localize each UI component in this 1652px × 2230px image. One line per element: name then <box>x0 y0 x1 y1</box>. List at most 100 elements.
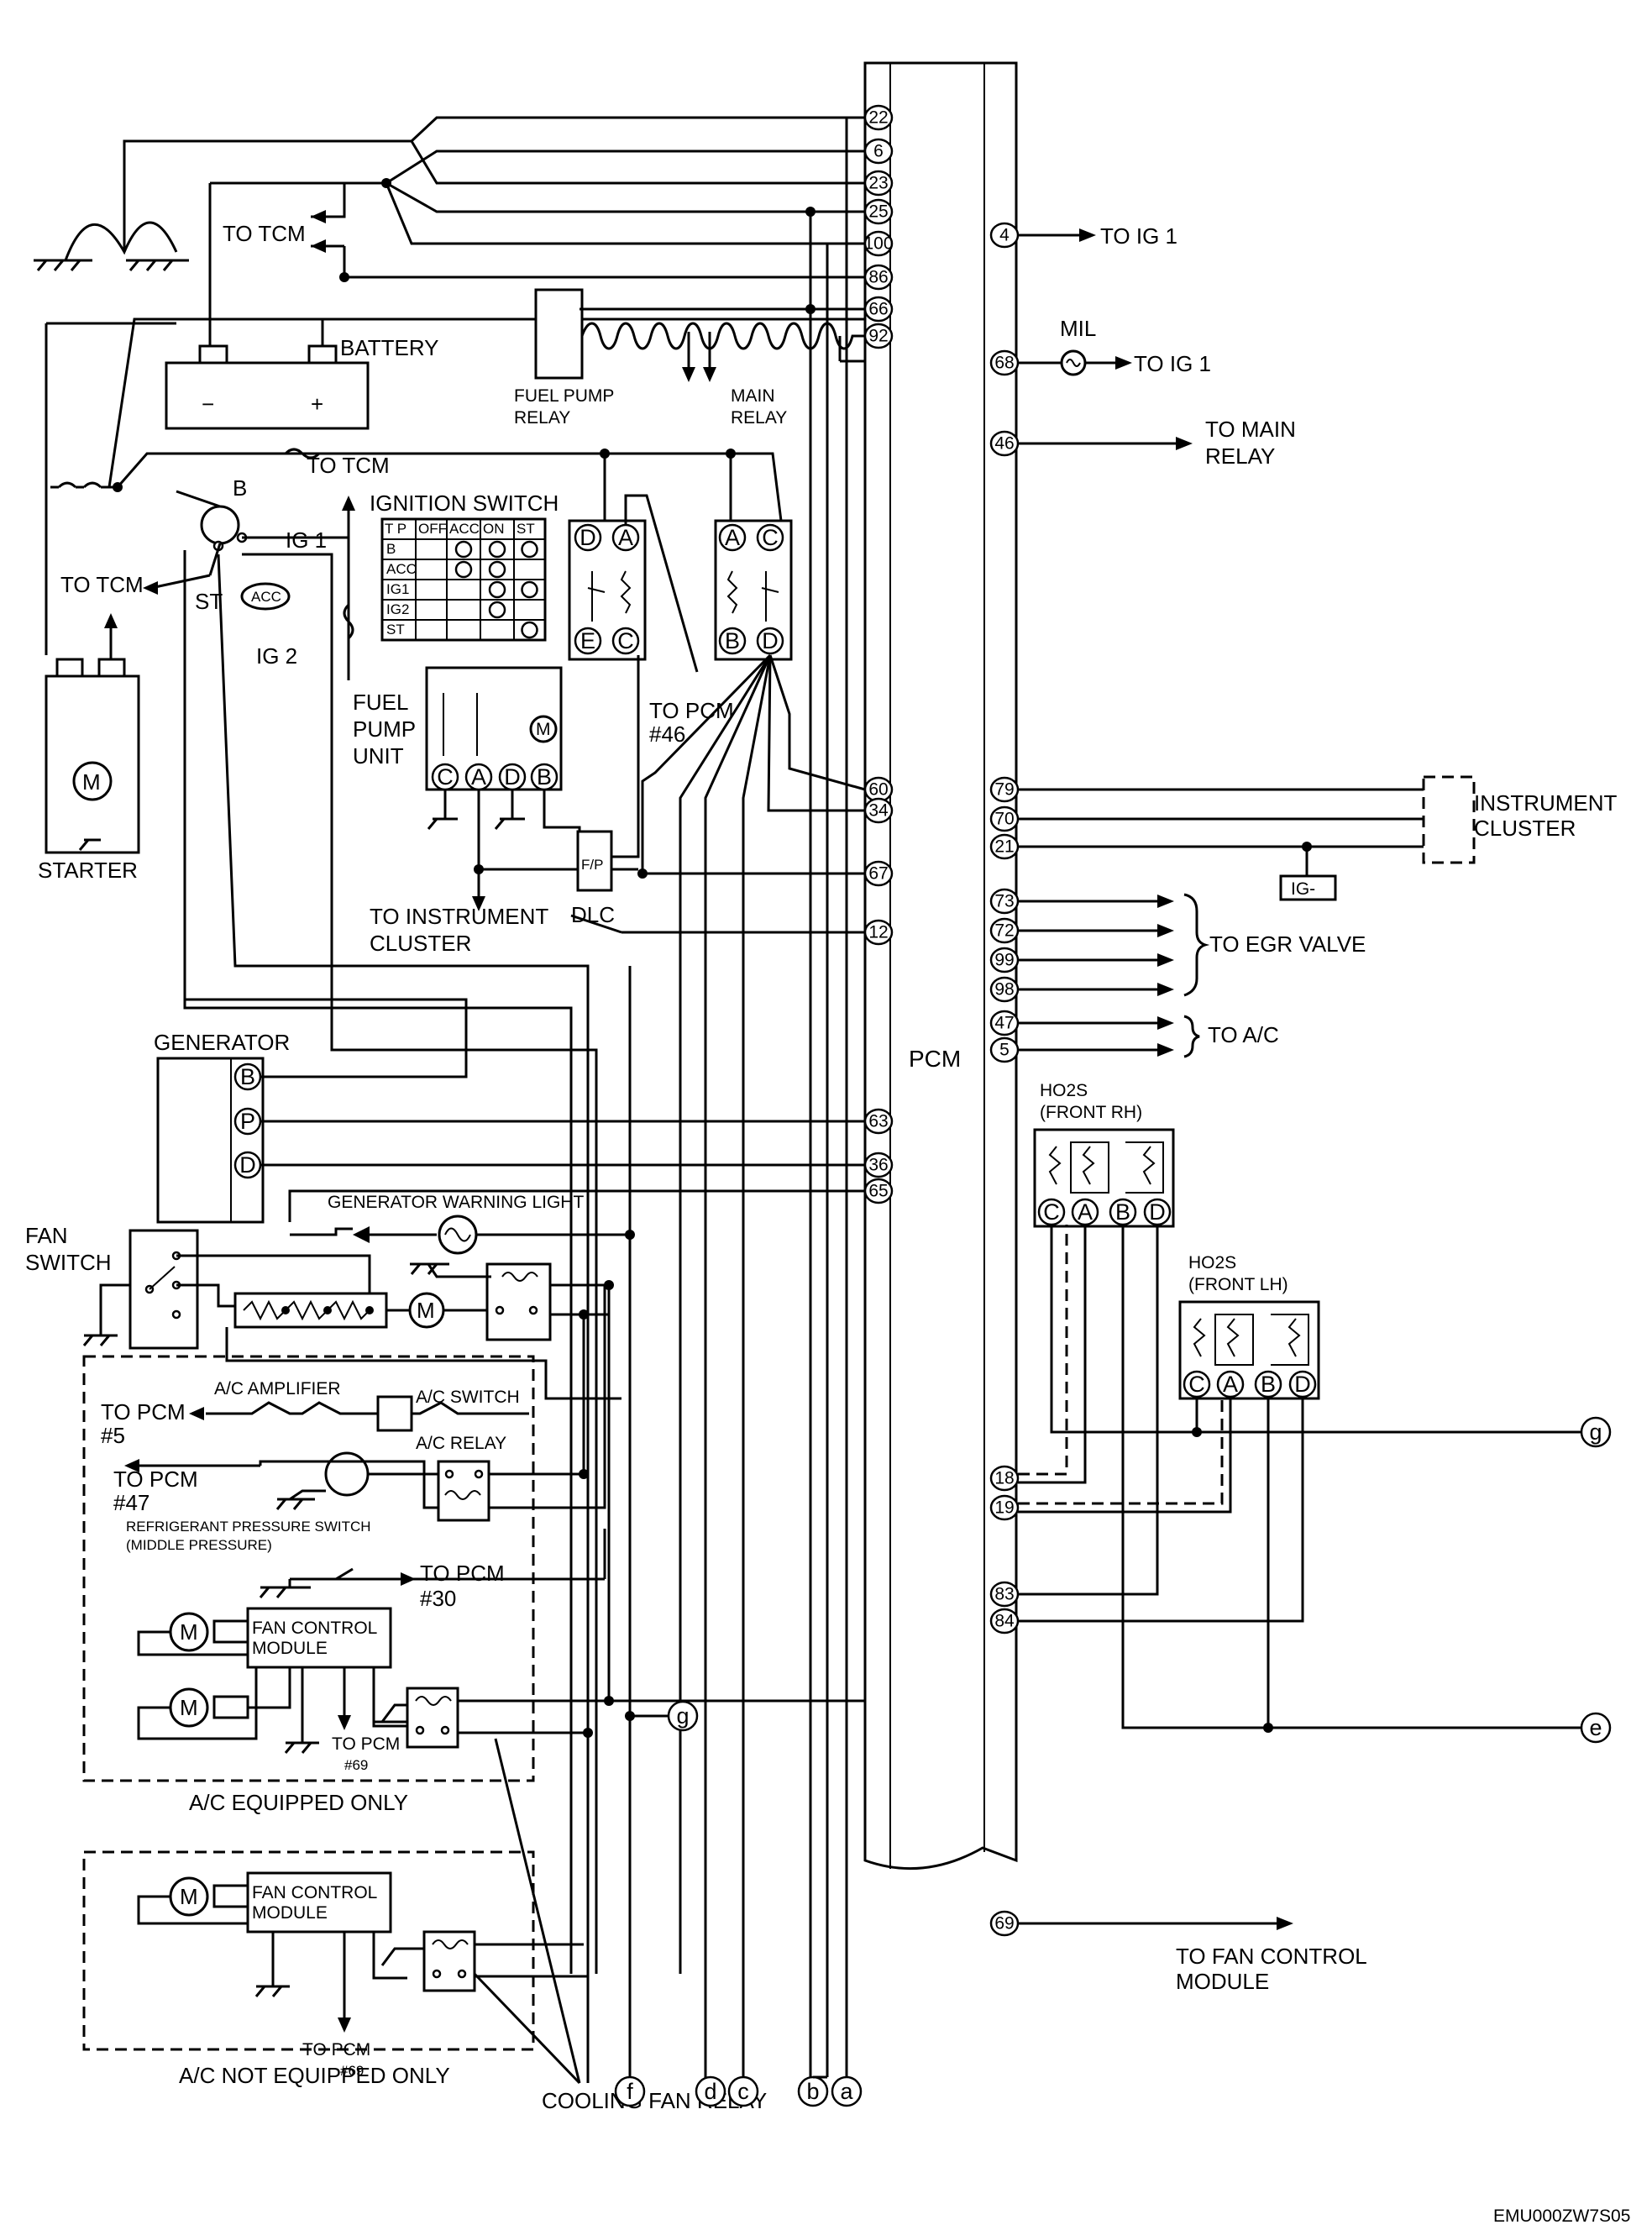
to-tcm-mid-label: TO TCM <box>307 453 390 478</box>
pcm-pin-21: 21 <box>989 833 1020 860</box>
pcm-pin-60: 60 <box>863 776 894 803</box>
ign-table-row-label: ST <box>386 622 405 638</box>
blower-motor-m: M <box>417 1298 435 1323</box>
ign-table-header: ACC <box>449 521 480 537</box>
pcm-pin-79: 79 <box>989 776 1020 803</box>
cooling-fan-relay-no-ac <box>422 1930 476 1992</box>
pcm-pin-label: 63 <box>868 1112 888 1131</box>
pcm-pin-label: 69 <box>994 1914 1014 1934</box>
ac-equipped-region <box>82 1355 535 1782</box>
ignition-switch-label: IGNITION SWITCH <box>370 491 559 516</box>
refrigerant-switch-label: REFRIGERANT PRESSURE SWITCH(MIDDLE PRESS… <box>126 1519 371 1553</box>
mr-pin-c: C <box>762 525 779 550</box>
ho2s-rh-pin-d: D <box>1149 1199 1166 1225</box>
gen-pin-b: B <box>240 1064 255 1089</box>
ho2s-rh-pin-a: A <box>1078 1199 1093 1225</box>
fan-motor-1-m: M <box>180 1619 198 1645</box>
pcm-pin-label: 5 <box>999 1041 1010 1060</box>
main-relay: A C B D <box>714 519 793 661</box>
cooling-fan-relay-ac <box>406 1687 459 1749</box>
pcm-pin-22: 22 <box>863 104 894 131</box>
ho2s-lh-pin-b: B <box>1261 1372 1276 1397</box>
pcm-pin-label: 23 <box>868 174 888 193</box>
pcm-pin-label: 83 <box>994 1585 1014 1604</box>
starter: M STARTER <box>38 613 140 883</box>
pcm-pin-label: 18 <box>994 1469 1014 1488</box>
fpu-pin-d: D <box>504 764 521 790</box>
pcm-pin-label: 46 <box>994 434 1014 454</box>
ac-not-equipped-region <box>82 1850 535 2051</box>
ac-equipped-only-label: A/C EQUIPPED ONLY <box>189 1790 408 1815</box>
mr-pin-b: B <box>725 628 740 653</box>
to-ac-label: TO A/C <box>1208 1022 1279 1047</box>
ign-st-label: ST <box>195 589 223 614</box>
to-tcm-st-label: TO TCM <box>60 572 144 597</box>
pcm-pin-25: 25 <box>863 198 894 225</box>
pcm-pin-label: 12 <box>868 923 888 942</box>
ho2s-front-lh: C A B D <box>1178 1300 1320 1400</box>
ho2s-rh-pin-b: B <box>1115 1199 1130 1225</box>
pcm-pin-label: 70 <box>994 810 1014 829</box>
ign-table-row-label: IG1 <box>386 581 409 597</box>
ho2s-lh-pin-c: C <box>1188 1372 1205 1397</box>
fpr-pin-e: E <box>580 628 595 653</box>
pcm-pin-98: 98 <box>989 976 1020 1003</box>
ac-relay-label: A/C RELAY <box>416 1434 506 1453</box>
to-ig1-label-1: TO IG 1 <box>1100 223 1177 249</box>
ign-table-header: ON <box>483 521 505 537</box>
pcm-pin-label: 36 <box>868 1156 888 1175</box>
ho2s-rh-label: HO2S(FRONT RH) <box>1040 1081 1142 1122</box>
pcm-pin-63: 63 <box>863 1108 894 1135</box>
fpu-pin-a: A <box>471 764 486 790</box>
mil-label: MIL <box>1060 316 1096 341</box>
pcm-pin-46: 46 <box>989 430 1020 457</box>
to-pcm-30-label: TO PCM#30 <box>420 1561 505 1611</box>
ig-minus-label: IG- <box>1291 879 1315 899</box>
pcm-pin-label: 84 <box>994 1612 1015 1631</box>
ign-table-row-label: ACC <box>386 561 417 577</box>
mr-pin-d: D <box>762 628 779 653</box>
pcm-pin-66: 66 <box>863 296 894 323</box>
offpage-g-left: g <box>676 1703 689 1729</box>
pcm-pin-label: 67 <box>868 864 888 884</box>
pcm-pin-label: 86 <box>868 268 888 287</box>
fp-label: F/P <box>581 857 603 873</box>
battery-minus: − <box>202 391 214 417</box>
ignition-switch: B IG 1 ST ACC IG 2 <box>143 475 598 2083</box>
pcm-pin-6: 6 <box>863 138 894 165</box>
offpage-b: b <box>806 2079 819 2104</box>
to-pcm-47-label: TO PCM#47 <box>113 1467 198 1515</box>
fpu-pin-c: C <box>437 764 454 790</box>
pcm-pin-label: 99 <box>994 951 1014 970</box>
pcm-pin-100: 100 <box>863 230 894 257</box>
ign-table-row-label: B <box>386 541 396 557</box>
pcm-pin-label: 72 <box>994 921 1014 941</box>
pcm-pin-65: 65 <box>863 1178 894 1204</box>
pcm-pin-label: 21 <box>994 837 1014 857</box>
ign-table-row-label: IG2 <box>386 601 409 617</box>
ign-ig1-label: IG 1 <box>286 527 327 553</box>
pcm-pin-label: 60 <box>868 780 888 800</box>
to-ig1-label-2: TO IG 1 <box>1134 351 1211 376</box>
pcm-pin-label: 100 <box>863 234 893 254</box>
fan-motor-2-m: M <box>180 1695 198 1720</box>
pcm-pin-label: 66 <box>868 300 888 319</box>
ac-switch-label: A/C SWITCH <box>416 1388 520 1407</box>
ign-ig2-label: IG 2 <box>256 643 297 669</box>
pcm-pin-36: 36 <box>863 1152 894 1178</box>
gen-pin-p: P <box>240 1109 255 1134</box>
pcm-pin-label: 98 <box>994 980 1014 1000</box>
pcm-pin-34: 34 <box>863 797 894 824</box>
